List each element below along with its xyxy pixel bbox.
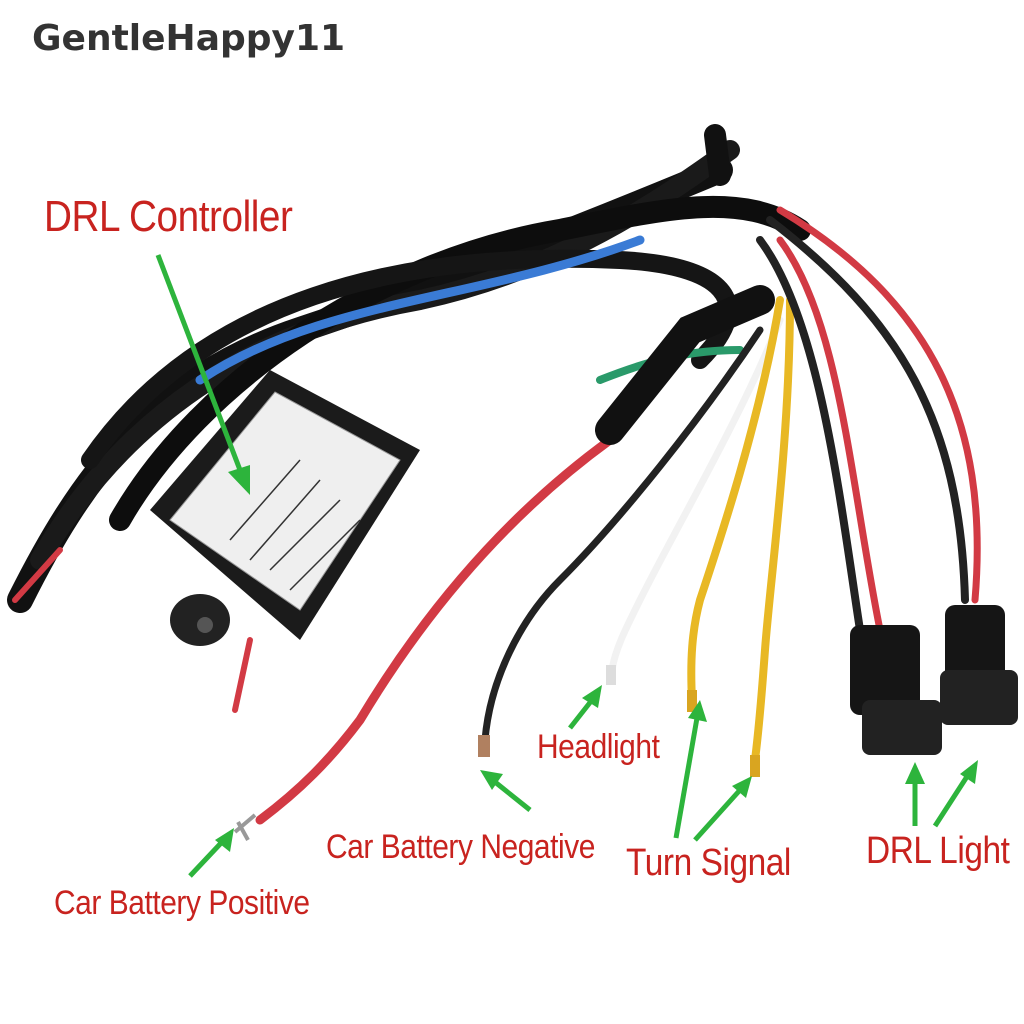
wire-bundle: [7, 124, 811, 613]
drl-arrow-1: [905, 762, 925, 826]
drl-connectors: [850, 605, 1018, 755]
headlight-arrow: [568, 685, 602, 730]
label-drl-light: DRL Light: [866, 830, 1010, 872]
turn-arrow-1: [673, 700, 707, 839]
fuse-holder: [595, 285, 775, 445]
watermark: GentleHappy11: [32, 18, 346, 59]
negative-arrow: [480, 770, 532, 812]
label-turn-signal: Turn Signal: [626, 842, 791, 884]
wire-terminals: [233, 665, 760, 841]
label-car-battery-positive: Car Battery Positive: [54, 884, 310, 922]
output-wires: [12, 206, 981, 825]
label-drl-controller: DRL Controller: [44, 192, 293, 241]
drl-controller-box: [150, 370, 420, 646]
drl-arrow-2: [932, 760, 978, 828]
label-car-battery-negative: Car Battery Negative: [326, 828, 595, 866]
pointer-arrows: [155, 254, 978, 878]
turn-arrow-2: [693, 776, 752, 842]
label-headlight: Headlight: [537, 728, 660, 766]
controller-arrow: [155, 254, 250, 495]
positive-arrow: [188, 828, 234, 878]
